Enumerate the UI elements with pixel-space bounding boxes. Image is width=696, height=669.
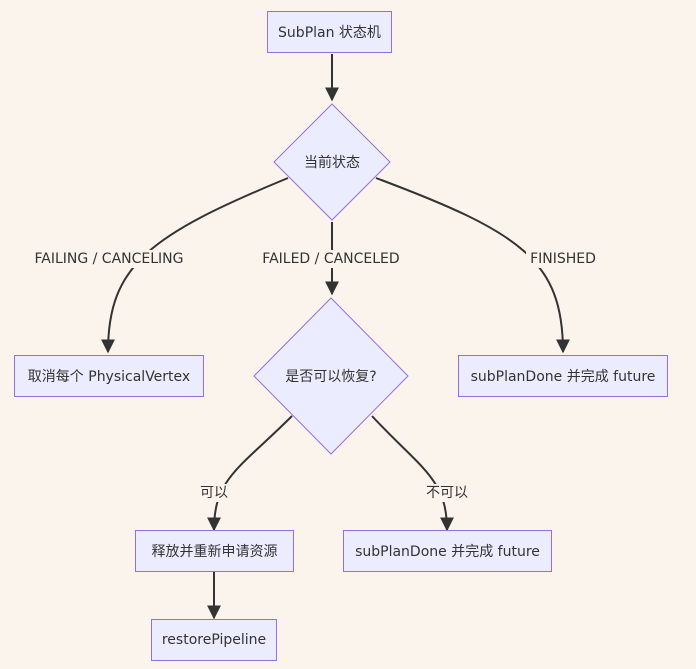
edge-label-failed-canceled: FAILED / CANCELED [255,250,407,268]
edge-label-failing-canceling: FAILING / CANCELING [26,250,192,268]
decision-current-diamond [273,103,391,221]
edge-recover-to-release [207,415,293,532]
decision-recover-label: 是否可以恢复? [285,369,377,385]
node-restore-pipeline: restorePipeline [151,619,277,661]
decision-recover-diamond [253,297,409,455]
node-subplan-state-machine: SubPlan 状态机 [267,11,392,53]
node-subplan-done-finished: subPlanDone 并完成 future [458,355,668,397]
decision-current-label: 当前状态 [304,155,360,171]
node-cancel-physical-vertex: 取消每个 PhysicalVertex [14,355,204,397]
edge-label-finished: FINISHED [526,250,600,268]
edge-label-cannot: 不可以 [418,484,476,502]
edge-current-to-finish [375,177,570,354]
node-release-and-reapply: 释放并重新申请资源 [135,530,294,572]
edge-recover-to-faildone [371,415,454,532]
edge-label-can: 可以 [193,484,235,502]
node-subplan-done-failed: subPlanDone 并完成 future [343,530,552,572]
